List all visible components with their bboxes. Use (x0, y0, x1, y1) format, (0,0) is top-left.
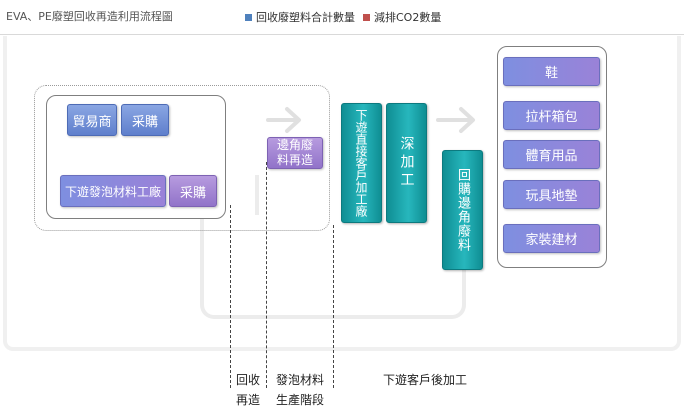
node-buyback-offcut[interactable]: 回購邊角廢料 (442, 150, 483, 270)
node-offcut-recycle[interactable]: 邊角廢料再造 (267, 137, 323, 169)
legend-swatch-blue (245, 13, 252, 21)
legend-label: 回收廢塑料合計數量 (256, 11, 355, 24)
stage-divider-2 (266, 162, 267, 388)
node-purchase-2[interactable]: 采購 (169, 175, 217, 207)
stage-label-foam: 發泡材料 生產階段 (270, 370, 330, 410)
node-trader[interactable]: 貿易商 (67, 104, 117, 136)
stage-label-recycle: 回收 再造 (233, 370, 263, 410)
product-toy-mats[interactable]: 玩具地墊 (503, 180, 600, 209)
stage-label-line: 生產階段 (275, 393, 324, 407)
legend-item-recycled-total[interactable]: 回收廢塑料合計數量 (245, 9, 355, 25)
offcut-down-connector (255, 175, 259, 215)
product-shoes[interactable]: 鞋 (503, 57, 600, 86)
arrow-icon (436, 107, 475, 133)
product-building-materials[interactable]: 家裝建材 (503, 224, 600, 253)
node-downstream-foam-factory[interactable]: 下遊發泡材料工廠 (60, 175, 166, 207)
node-deep-processing[interactable]: 深加工 (386, 103, 427, 223)
legend-swatch-red (363, 13, 370, 21)
stage-divider-1 (230, 205, 231, 388)
product-luggage[interactable]: 拉杆箱包 (503, 101, 600, 130)
stage-divider-3 (333, 225, 334, 388)
product-sports-goods[interactable]: 體育用品 (503, 140, 600, 169)
stage-label-line: 回收 (235, 373, 260, 387)
header-divider (0, 34, 684, 35)
arrow-icon (266, 107, 301, 133)
legend-label: 減排CO2數量 (374, 11, 442, 24)
stage-label-line: 再造 (235, 393, 260, 407)
stage-label-line: 發泡材料 (275, 373, 324, 387)
chart-title: EVA、PE廢塑回收再造利用流程圖 (6, 10, 173, 23)
supply-group-dotted (34, 85, 330, 231)
node-purchase-1[interactable]: 采購 (121, 104, 169, 136)
node-direct-customer-factory[interactable]: 下遊直接客戶加工廠 (341, 103, 382, 223)
legend-item-co2[interactable]: 減排CO2數量 (363, 9, 441, 25)
stage-label-downstream: 下遊客戶後加工 (382, 373, 467, 387)
